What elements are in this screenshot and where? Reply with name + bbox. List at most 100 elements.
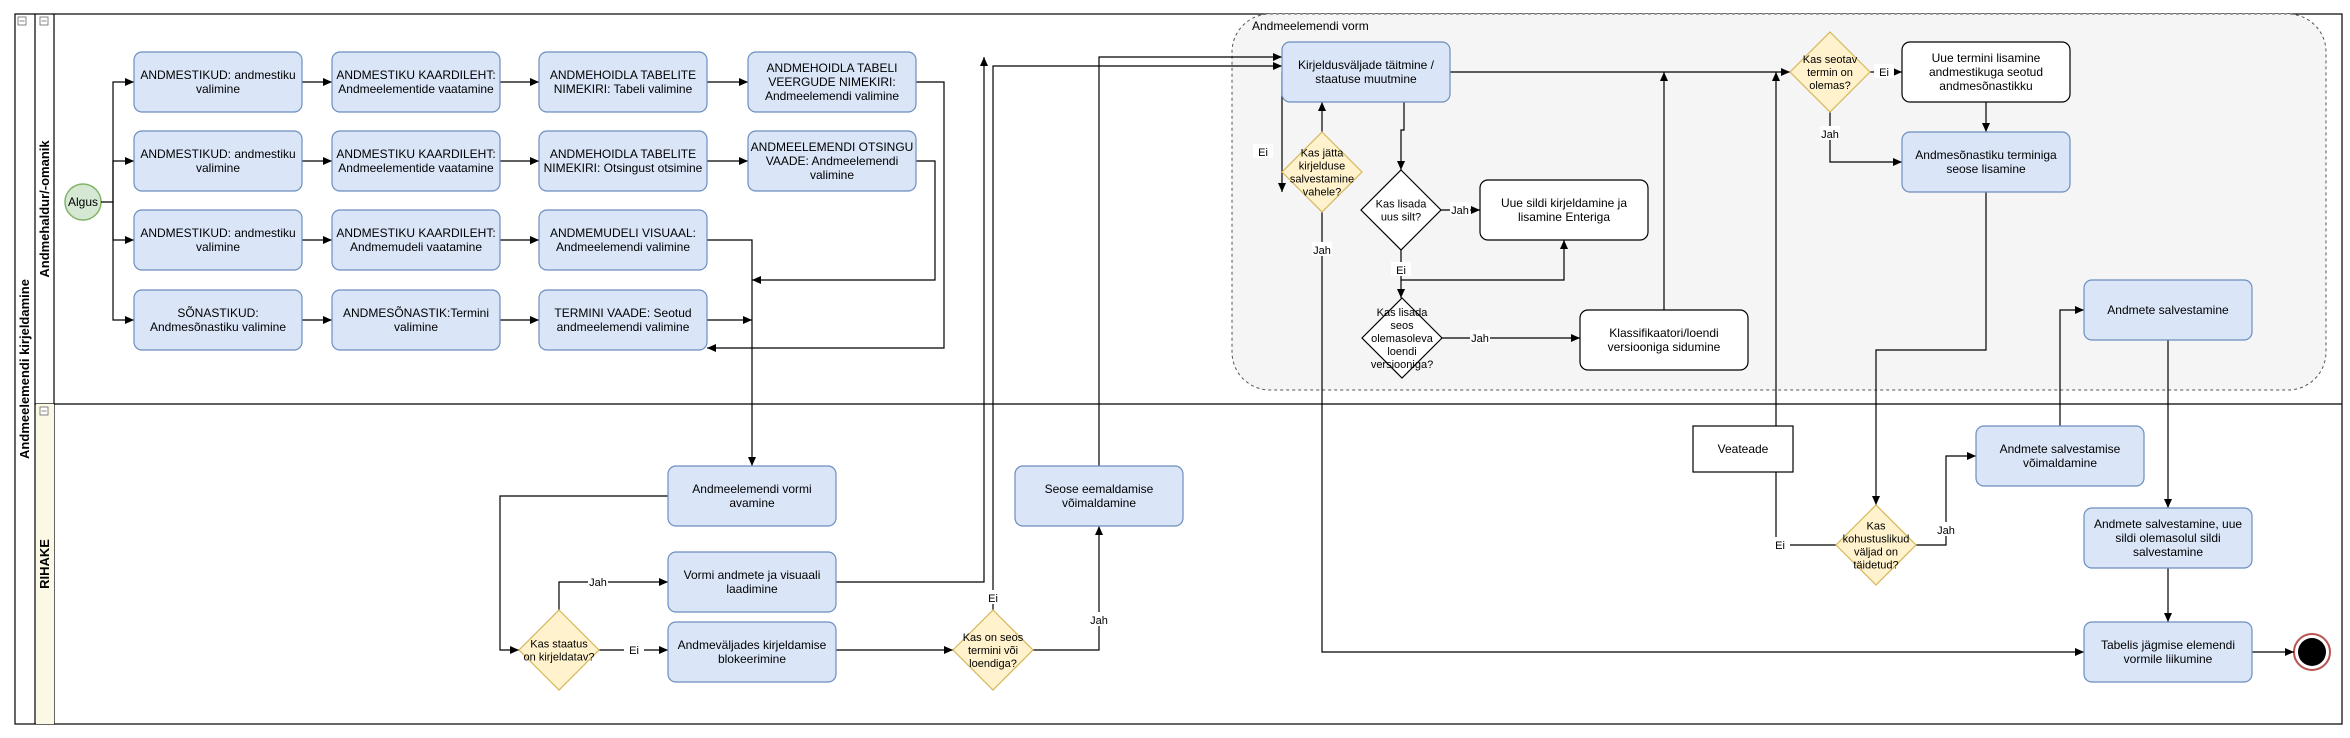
task-box xyxy=(1014,465,1184,527)
task-text-line: Andmete salvestamine xyxy=(2107,303,2229,317)
task-text-line: laadimine xyxy=(726,582,778,596)
task-box xyxy=(1579,309,1749,371)
flow-edge xyxy=(112,202,134,324)
flow-edge xyxy=(1872,192,1987,505)
decision-text-line: termin on xyxy=(1807,67,1853,79)
task-box xyxy=(667,621,837,683)
veateade-note: Veateade xyxy=(1692,425,1794,473)
decision-text-line: kohustuslikud xyxy=(1843,533,1910,545)
decision-text-line: termini või xyxy=(968,645,1018,657)
decision-text-line: Kas staatus xyxy=(530,638,588,650)
task-text-line: Andmete salvestamise xyxy=(2000,442,2121,456)
task-kirj[interactable]: Kirjeldusväljade täitmine /staatuse muut… xyxy=(1281,41,1451,103)
group-title: Andmeelemendi vorm xyxy=(1252,19,1369,33)
task-text-line: ANDMEHOIDLA TABELI xyxy=(767,61,898,75)
task-text-line: TERMINI VAADE: Seotud xyxy=(554,306,691,320)
task-text-line: Andmete salvestamine, uue xyxy=(2094,517,2242,531)
decision-shape xyxy=(1281,131,1363,213)
task-box xyxy=(133,130,303,192)
task-text-line: Tabelis jägmise elemendi xyxy=(2101,638,2235,652)
decision-text-line: kirjelduse xyxy=(1299,160,1345,172)
task-text-line: VEERGUDE NIMEKIRI: xyxy=(768,75,895,89)
task-text-line: võimaldamine xyxy=(2023,456,2097,470)
task-r2b[interactable]: ANDMESTIKU KAARDILEHT:Andmeelementide va… xyxy=(331,130,501,192)
task-text-line: andmeelemendi valimine xyxy=(557,320,690,334)
task-r3b[interactable]: ANDMESTIKU KAARDILEHT:Andmemudeli vaatam… xyxy=(331,209,501,271)
edge-label-yes: Jah xyxy=(1312,242,1332,257)
edge-label-text: Ei xyxy=(629,645,639,657)
task-box xyxy=(2083,621,2253,683)
task-box xyxy=(331,209,501,271)
start-event[interactable]: Algus xyxy=(64,183,102,221)
decision-text-line: Kas xyxy=(1867,520,1886,532)
task-r1b[interactable]: ANDMESTIKU KAARDILEHT:Andmeelementide va… xyxy=(331,51,501,113)
edge-label-no: Ei xyxy=(1770,537,1790,552)
edge-label-no: Ei xyxy=(1874,64,1894,79)
flow-edge xyxy=(836,57,988,583)
decision-text-line: Kas lisada xyxy=(1377,307,1429,319)
edge-label-text: Ei xyxy=(1396,265,1406,277)
edge-label-text: Ei xyxy=(1775,540,1785,552)
task-text-line: ANDMESTIKU KAARDILEHT: xyxy=(336,68,495,82)
decision-text-line: väljad on xyxy=(1854,546,1898,558)
flow-edge xyxy=(992,62,1282,610)
decision-text-line: olemasoleva xyxy=(1371,333,1434,345)
end-event[interactable] xyxy=(2293,633,2331,671)
task-text-line: seose lisamine xyxy=(1946,162,2026,176)
task-box xyxy=(538,289,708,351)
decision-shape xyxy=(1361,297,1443,379)
decision-d_loend[interactable]: Kas lisadaseosolemasolevaloendiversiooni… xyxy=(1361,297,1443,379)
decision-text-line: täidetud? xyxy=(1853,559,1898,571)
task-salv[interactable]: Andmete salvestamine xyxy=(2083,279,2253,341)
task-box xyxy=(538,130,708,192)
task-box xyxy=(747,51,917,113)
task-box xyxy=(133,209,303,271)
task-r3c[interactable]: ANDMEMUDELI VISUAAL:Andmeelemendi valimi… xyxy=(538,209,708,271)
pool-title: Andmeelemendi kirjeldamine xyxy=(17,279,32,459)
task-box xyxy=(667,465,837,527)
decision-text-line: versiooniga? xyxy=(1371,359,1433,371)
decision-shape xyxy=(1360,169,1442,251)
edge-label-yes: Jah xyxy=(1820,126,1840,141)
task-text-line: ANDMESTIKUD: andmestiku xyxy=(140,68,295,82)
task-text-line: Andmesõnastiku valimine xyxy=(150,320,286,334)
task-box xyxy=(2083,279,2253,341)
decision-shape xyxy=(1835,504,1917,586)
task-box xyxy=(1901,41,2071,103)
edge-label-text: Jah xyxy=(1937,525,1955,537)
task-r4a[interactable]: SÕNASTIKUD:Andmesõnastiku valimine xyxy=(133,289,303,351)
task-text-line: valimine xyxy=(810,168,854,182)
edge-label-yes: Jah xyxy=(588,574,608,589)
edge-label-no: Ei xyxy=(624,642,644,657)
task-text-line: Seose eemaldamise xyxy=(1045,482,1154,496)
flow-edge xyxy=(707,239,756,466)
task-text-line: ANDMESÕNASTIK:Termini xyxy=(343,305,489,320)
